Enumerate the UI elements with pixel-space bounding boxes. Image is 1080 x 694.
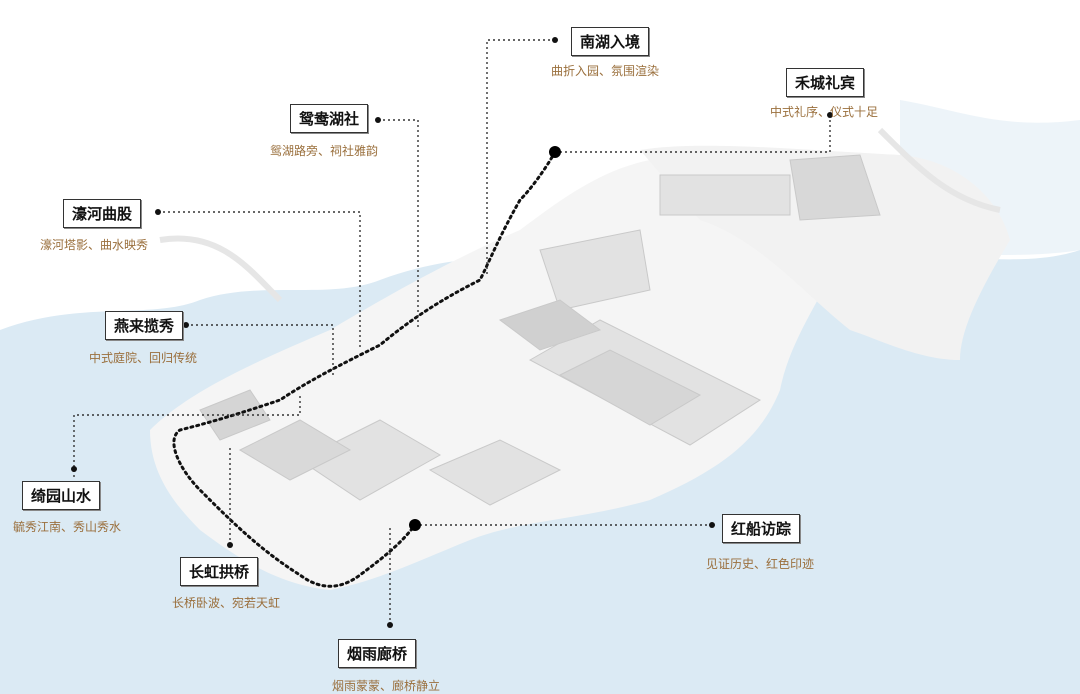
site-roads	[159, 127, 1001, 303]
spot-title-hecheng: 禾城礼宾	[786, 68, 865, 97]
leader-dot-yanyu	[387, 622, 393, 628]
buildings	[199, 154, 881, 506]
spot-title-qiyuan: 绮园山水	[22, 481, 101, 510]
spot-title-changhong: 长虹拱桥	[180, 557, 259, 586]
leader-dot-yuanyang	[375, 117, 381, 123]
leader-dot-yanlai	[183, 322, 189, 328]
spot-desc-hecheng: 中式礼序、仪式十足	[770, 105, 879, 119]
leader-dot-qiyuan	[71, 466, 77, 472]
spot-desc-hongchuan: 见证历史、红色印迹	[706, 557, 815, 571]
spot-desc-yanlai: 中式庭院、回归传统	[89, 351, 198, 365]
leader-dot-nanhu	[552, 37, 558, 43]
leader-dot-hongchuan	[709, 522, 715, 528]
leader-dot-hecheng	[827, 112, 833, 118]
spot-desc-nanhu: 曲折入园、氛围渲染	[551, 64, 660, 78]
spot-title-haohe: 濠河曲股	[63, 199, 142, 228]
leader-lines	[73, 39, 831, 625]
spot-title-yanyu: 烟雨廊桥	[338, 639, 417, 668]
spot-title-hongchuan: 红船访踪	[722, 514, 801, 543]
spot-desc-yanyu: 烟雨蒙蒙、廊桥静立	[332, 679, 441, 693]
leader-dot-changhong	[227, 542, 233, 548]
spot-title-yanlai: 燕来揽秀	[105, 311, 184, 340]
spot-title-nanhu: 南湖入境	[571, 27, 650, 56]
spot-desc-yuanyang: 鸳湖路旁、祠社雅韵	[270, 144, 379, 158]
spot-title-yuanyang: 鸳鸯湖社	[290, 104, 369, 133]
tour-route	[172, 150, 557, 588]
leader-dot-haohe	[155, 209, 161, 215]
route-start-marker	[549, 146, 561, 158]
spot-desc-haohe: 濠河塔影、曲水映秀	[40, 238, 149, 252]
spot-desc-qiyuan: 毓秀江南、秀山秀水	[13, 520, 122, 534]
route-end-marker	[409, 519, 421, 531]
spot-desc-changhong: 长桥卧波、宛若天虹	[172, 596, 281, 610]
